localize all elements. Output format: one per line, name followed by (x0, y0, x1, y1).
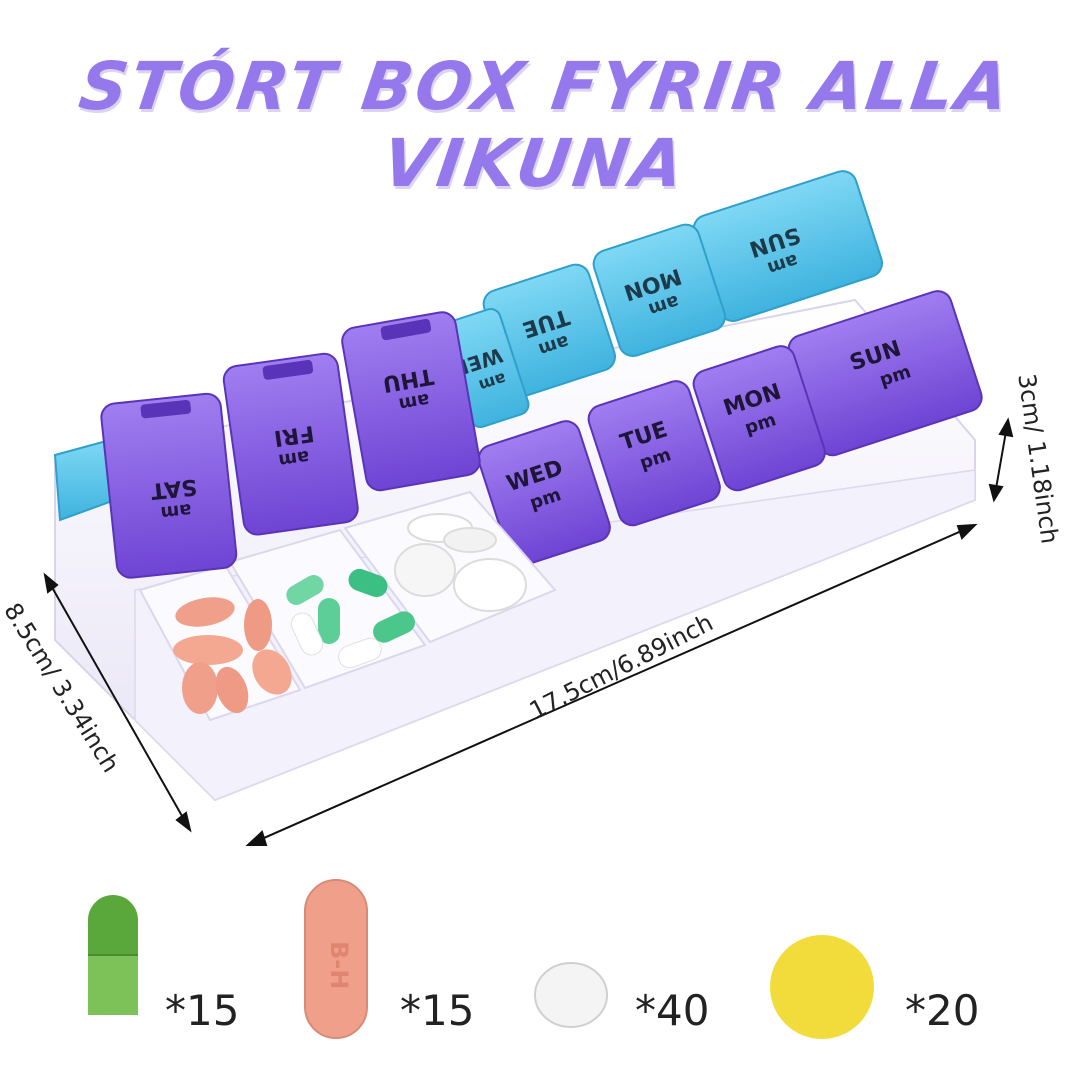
oval-pink-pill-icon: B-H (304, 879, 368, 1039)
lid-pm-wed[interactable] (475, 418, 613, 569)
pill-box-front-face (134, 469, 976, 801)
pill-legend: B-H (88, 879, 874, 1039)
white-tablet-count: *40 (635, 986, 710, 1035)
lid-pm-tue[interactable] (585, 378, 723, 529)
lid-label-day: FRI (272, 420, 315, 450)
capsule-green-icon (88, 895, 138, 1015)
lid-open-thu[interactable] (340, 310, 482, 492)
lid-label-period: am (277, 446, 311, 471)
oval-pill-count: *15 (400, 986, 475, 1035)
lid-pm-mon[interactable] (690, 343, 828, 494)
pill-imprint: B-H (325, 941, 353, 989)
lid-label-day: SAT (150, 473, 199, 503)
capsule-count: *15 (165, 986, 240, 1035)
pink-pills-pile (173, 597, 292, 714)
lid-open-sat[interactable] (100, 392, 238, 579)
lid-row-pm: SUN pm MON pm TUE pm WED pm (475, 290, 983, 569)
dimension-lines (43, 417, 1014, 846)
lid-row-am: SUN am MON am TUE am WED am (53, 170, 884, 522)
open-compartments (138, 490, 557, 722)
green-capsules-pile (286, 568, 415, 669)
lid-am-mon[interactable] (590, 221, 729, 360)
white-round-tablet-icon (534, 962, 608, 1028)
dimension-arrow-depth (44, 574, 191, 831)
yellow-tablet-count: *20 (905, 986, 980, 1035)
white-tablets-pile (394, 513, 527, 612)
lid-row-open: SAT am FRI am THU am (100, 310, 482, 579)
lid-label-period: am (160, 499, 193, 523)
dimension-arrow-length (247, 524, 976, 846)
lid-open-fri[interactable] (222, 352, 360, 536)
yellow-round-tablet-icon (770, 935, 874, 1039)
